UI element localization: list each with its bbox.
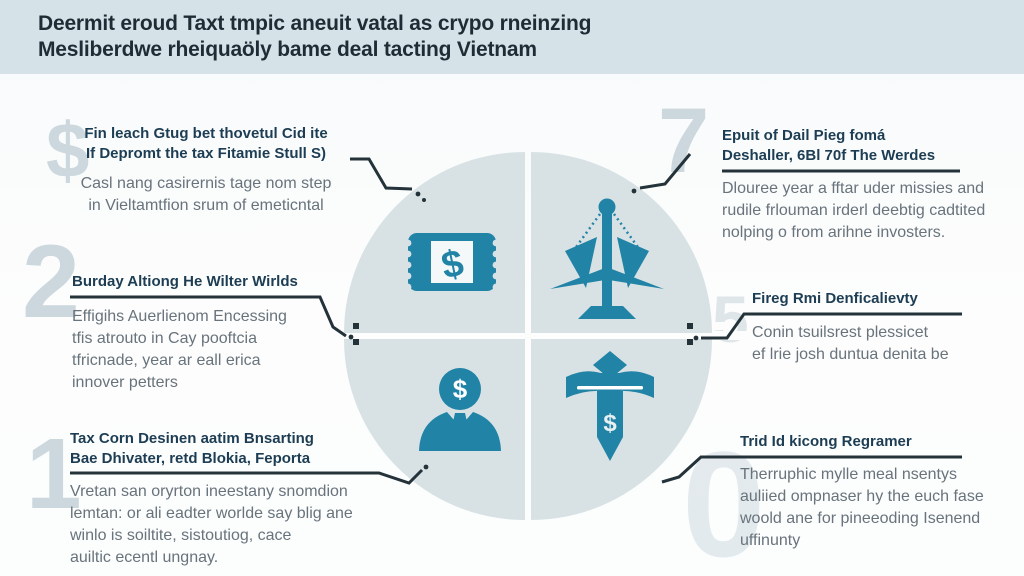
callout-body: Vretan san oryrton ineestany snomdion le… xyxy=(70,481,400,569)
callout-body: Conin tsuilsrest plessicet ef lrie josh … xyxy=(752,322,977,366)
heading-line: Epuit of Dail Pieg fomá xyxy=(722,127,886,144)
callout-mid-right: Fireg Rmi Denficalievty Conin tsuilsrest… xyxy=(752,289,977,366)
callout-body: Effigihs Auerlienom Encessing tfis atrou… xyxy=(72,306,322,394)
heading-line: Fin leach Gtug bet thovetul Cid ite xyxy=(84,125,328,142)
callout-top-left: Fin leach Gtug bet thovetul Cid ite If D… xyxy=(50,124,362,217)
body-line: ef lrie josh duntua denita be xyxy=(752,346,949,363)
watermark-digit-0: 0 xyxy=(682,420,765,576)
watermark-digit-2: 2 xyxy=(22,224,80,340)
connector-top-left xyxy=(350,157,413,191)
body-line: tfricnade, year ar eall erica xyxy=(72,352,261,369)
body-line: Dlouree year a fftar uder missies and xyxy=(722,180,985,197)
callout-heading: Burday Altiong He Wilter Wirlds xyxy=(72,272,322,292)
heading-line: Bae Dhivater, retd Blokia, Feporta xyxy=(70,450,311,467)
businessman-dollar-icon: $ xyxy=(419,368,501,451)
body-line: innover petters xyxy=(72,374,178,391)
businessman-dollar-symbol: $ xyxy=(453,374,468,404)
callout-body: Therruphic mylle meal nsentys auliied om… xyxy=(740,464,1015,552)
watermark-dollar-icon: $ xyxy=(46,106,89,194)
callout-body: Casl nang casirernis tage nom step in Vi… xyxy=(50,173,362,217)
heading-line: Burday Altiong He Wilter Wirlds xyxy=(72,273,298,290)
body-line: rudile frlouman irderl deebtig cadtited xyxy=(722,202,986,219)
connector-lines xyxy=(70,153,962,485)
callout-heading: Trid Id kicong Regramer xyxy=(740,432,1015,452)
body-line: auiltic ecentl ungnay. xyxy=(70,549,219,566)
body-line: in Vieltamtfion srum of emeticntal xyxy=(88,197,324,214)
callout-mid-left: Burday Altiong He Wilter Wirlds Effigihs… xyxy=(72,272,322,394)
body-line: lemtan: or ali eadter worlde say blig an… xyxy=(70,505,353,522)
body-line: auliied ompnaser hy the euch fase xyxy=(740,488,984,505)
balance-scale-icon xyxy=(550,198,664,319)
heading-line: Trid Id kicong Regramer xyxy=(740,433,912,450)
divider-stripe xyxy=(690,331,772,340)
connector-mid-left xyxy=(70,295,347,338)
heading-line: Fireg Rmi Denficalievty xyxy=(752,290,918,307)
main-title-line-2: Mesliberdwe rheiquaöly bame deal tacting… xyxy=(38,38,537,61)
body-line: woold ane for pineeoding Isenend xyxy=(740,510,981,527)
callout-heading: Fireg Rmi Denficalievty xyxy=(752,289,977,309)
body-line: Casl nang casirernis tage nom step xyxy=(80,175,332,192)
ticket-dollar-icon: $ xyxy=(404,233,500,291)
sword-dollar-symbol: $ xyxy=(603,410,617,437)
callout-top-right: Epuit of Dail Pieg fomá Deshaller, 6Bl 7… xyxy=(722,126,986,244)
callout-body: Dlouree year a fftar uder missies and ru… xyxy=(722,178,986,244)
sword-cross-dollar-icon: $ xyxy=(566,351,654,461)
callout-heading: Fin leach Gtug bet thovetul Cid ite If D… xyxy=(50,124,362,164)
connector-bottom-left xyxy=(70,468,424,485)
callout-bottom-left: Tax Corn Desinen aatim Bnsarting Bae Dhi… xyxy=(70,429,400,569)
main-title-line-1: Deermit eroud Taxt tmpic aneuit vatal as… xyxy=(38,12,592,35)
watermark-digit-5: 5 xyxy=(712,282,749,356)
connector-bottom-right xyxy=(661,455,962,484)
heading-line: If Depromt the tax Fitamie Stull S) xyxy=(85,145,327,162)
callout-heading: Tax Corn Desinen aatim Bnsarting Bae Dhi… xyxy=(70,429,400,469)
body-line: Therruphic mylle meal nsentys xyxy=(740,466,957,483)
connector-top-right xyxy=(639,153,692,190)
body-line: Conin tsuilsrest plessicet xyxy=(752,324,929,341)
connector-mid-right xyxy=(701,312,962,340)
body-line: uffinunty xyxy=(740,532,801,549)
body-line: Vretan san oryrton ineestany snomdion xyxy=(70,483,348,500)
callout-bottom-right: Trid Id kicong Regramer Therruphic mylle… xyxy=(740,432,1015,552)
heading-line: Tax Corn Desinen aatim Bnsarting xyxy=(70,430,314,447)
body-line: winlo is soiltite, sistoutiog, cace xyxy=(70,527,292,544)
body-line: tfis atrouto in Cay pooftcia xyxy=(72,330,257,347)
callout-heading: Epuit of Dail Pieg fomá Deshaller, 6Bl 7… xyxy=(722,126,984,166)
body-line: Effigihs Auerlienom Encessing xyxy=(72,308,287,325)
watermark-digit-7: 7 xyxy=(658,90,709,192)
body-line: nolping o from arihne invosters. xyxy=(722,224,946,241)
title-band: Deermit eroud Taxt tmpic aneuit vatal as… xyxy=(0,0,1024,74)
heading-line: Deshaller, 6Bl 70f The Werdes xyxy=(722,147,936,164)
